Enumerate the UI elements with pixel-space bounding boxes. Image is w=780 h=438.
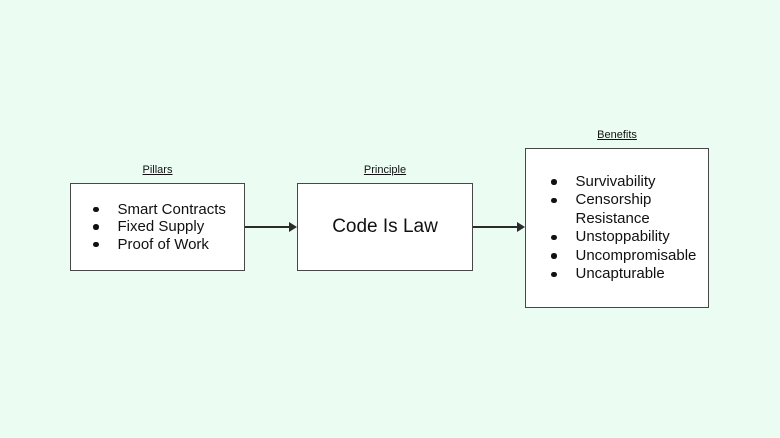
list-item-label: Fixed Supply <box>117 218 205 236</box>
pillars-box: Smart Contracts Fixed Supply Proof of Wo… <box>70 183 245 271</box>
list-item: Censorship Resistance <box>551 191 708 228</box>
bullet-dot-icon <box>93 206 99 213</box>
arrowhead-icon <box>288 222 297 232</box>
arrowhead-icon <box>516 222 525 232</box>
list-item: Unstoppability <box>551 228 708 247</box>
bullet-dot-icon <box>551 271 557 277</box>
list-item: Fixed Supply <box>93 218 244 236</box>
principle-title: Principle <box>363 164 407 176</box>
benefits-title: Benefits <box>597 129 637 141</box>
list-item: Uncompromisable <box>551 247 708 266</box>
arrow-pillars-to-principle <box>245 221 297 233</box>
list-item-label: Censorship Resistance <box>575 191 652 227</box>
principle-box: Code Is Law <box>297 183 473 271</box>
arrow-shaft <box>245 226 290 228</box>
principle-node: Principle Code Is Law <box>297 164 473 271</box>
bullet-dot-icon <box>551 234 557 240</box>
list-item-label: Smart Contracts <box>117 200 226 218</box>
list-item: Proof of Work <box>93 236 244 254</box>
arrow-shaft <box>473 226 518 228</box>
list-item: Survivability <box>551 173 708 192</box>
list-item-label: Proof of Work <box>117 235 209 253</box>
arrow-principle-to-benefits <box>473 221 525 233</box>
pillars-title: Pillars <box>142 164 173 176</box>
pillars-node: Pillars Smart Contracts Fixed Supply Pro… <box>70 164 245 271</box>
bullet-dot-icon <box>551 179 557 185</box>
benefits-node: Benefits Survivability Censorship Resist… <box>525 129 709 308</box>
pillars-list: Smart Contracts Fixed Supply Proof of Wo… <box>71 184 244 270</box>
bullet-dot-icon <box>551 197 557 203</box>
bullet-dot-icon <box>551 253 557 259</box>
list-item-label: Survivability <box>575 172 656 190</box>
list-item-label: Uncompromisable <box>575 246 697 264</box>
list-item-label: Uncapturable <box>575 265 665 282</box>
principle-text: Code Is Law <box>332 216 438 237</box>
bullet-dot-icon <box>93 224 99 230</box>
bullet-dot-icon <box>93 241 99 248</box>
list-item: Smart Contracts <box>93 201 244 219</box>
list-item-label: Unstoppability <box>575 228 670 245</box>
benefits-box: Survivability Censorship Resistance Unst… <box>525 148 709 308</box>
list-item: Uncapturable <box>551 265 708 284</box>
benefits-list: Survivability Censorship Resistance Unst… <box>526 149 708 307</box>
